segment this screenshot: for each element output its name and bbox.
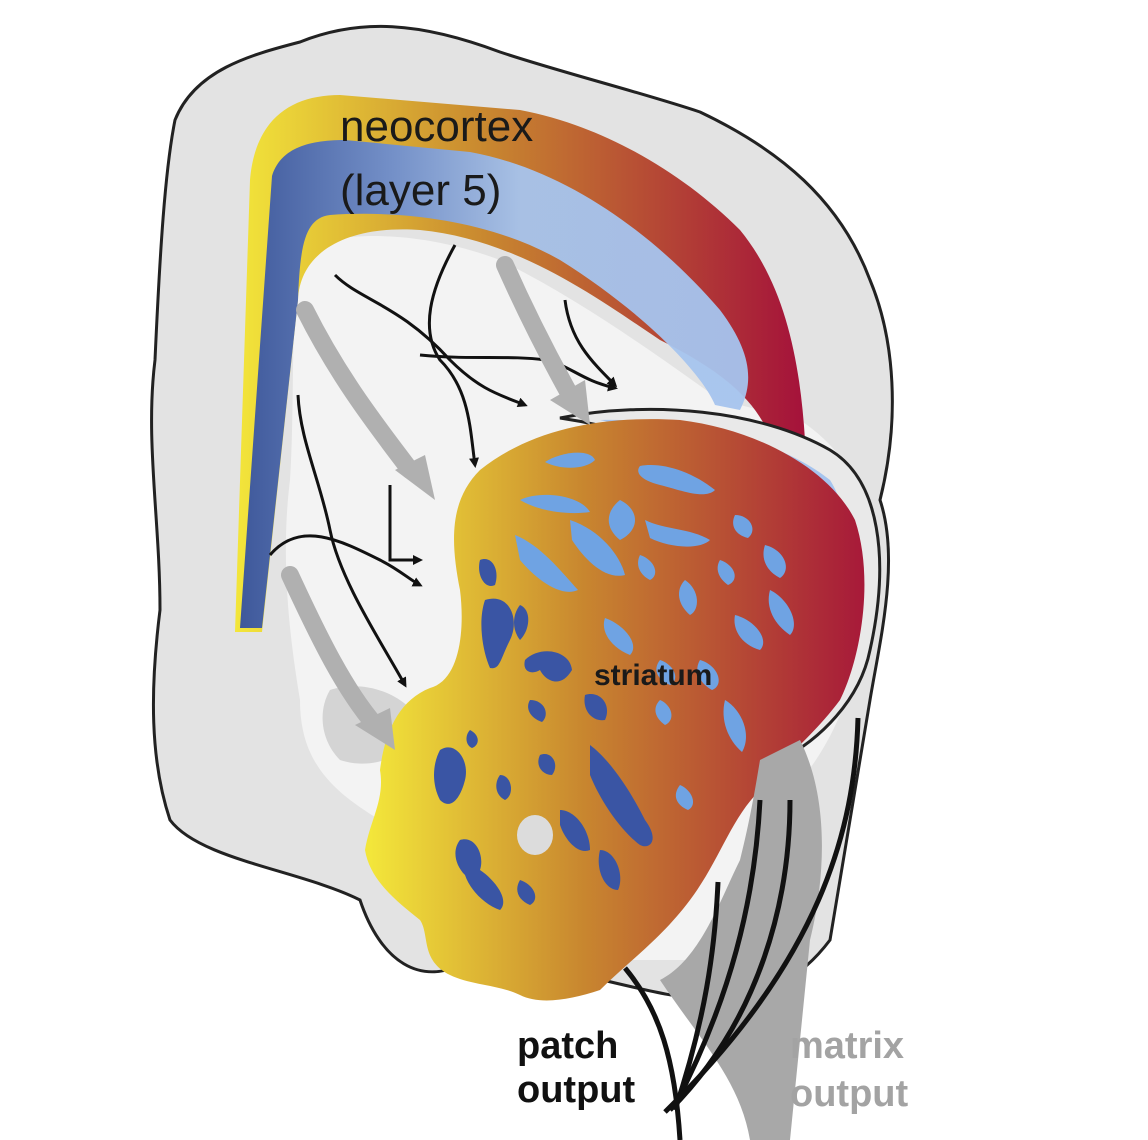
patch-output-fibers [623, 717, 861, 1140]
gray-arrow-heads [355, 380, 590, 750]
grey-island [517, 815, 553, 855]
label-patch: patch [517, 1025, 618, 1067]
label-patch-output: output [517, 1069, 636, 1111]
label-neocortex: neocortex [340, 102, 533, 151]
label-striatum: striatum [594, 659, 712, 692]
layer5-band [240, 140, 749, 628]
gray-input-arrows [281, 256, 579, 734]
label-layer5: (layer 5) [340, 166, 501, 215]
neocortex-band [235, 95, 805, 632]
matrix-islands [515, 452, 794, 810]
black-input-arrows [268, 244, 618, 688]
label-matrix-output: output [790, 1073, 909, 1115]
label-matrix: matrix [790, 1025, 904, 1067]
patch-islands [434, 559, 653, 910]
